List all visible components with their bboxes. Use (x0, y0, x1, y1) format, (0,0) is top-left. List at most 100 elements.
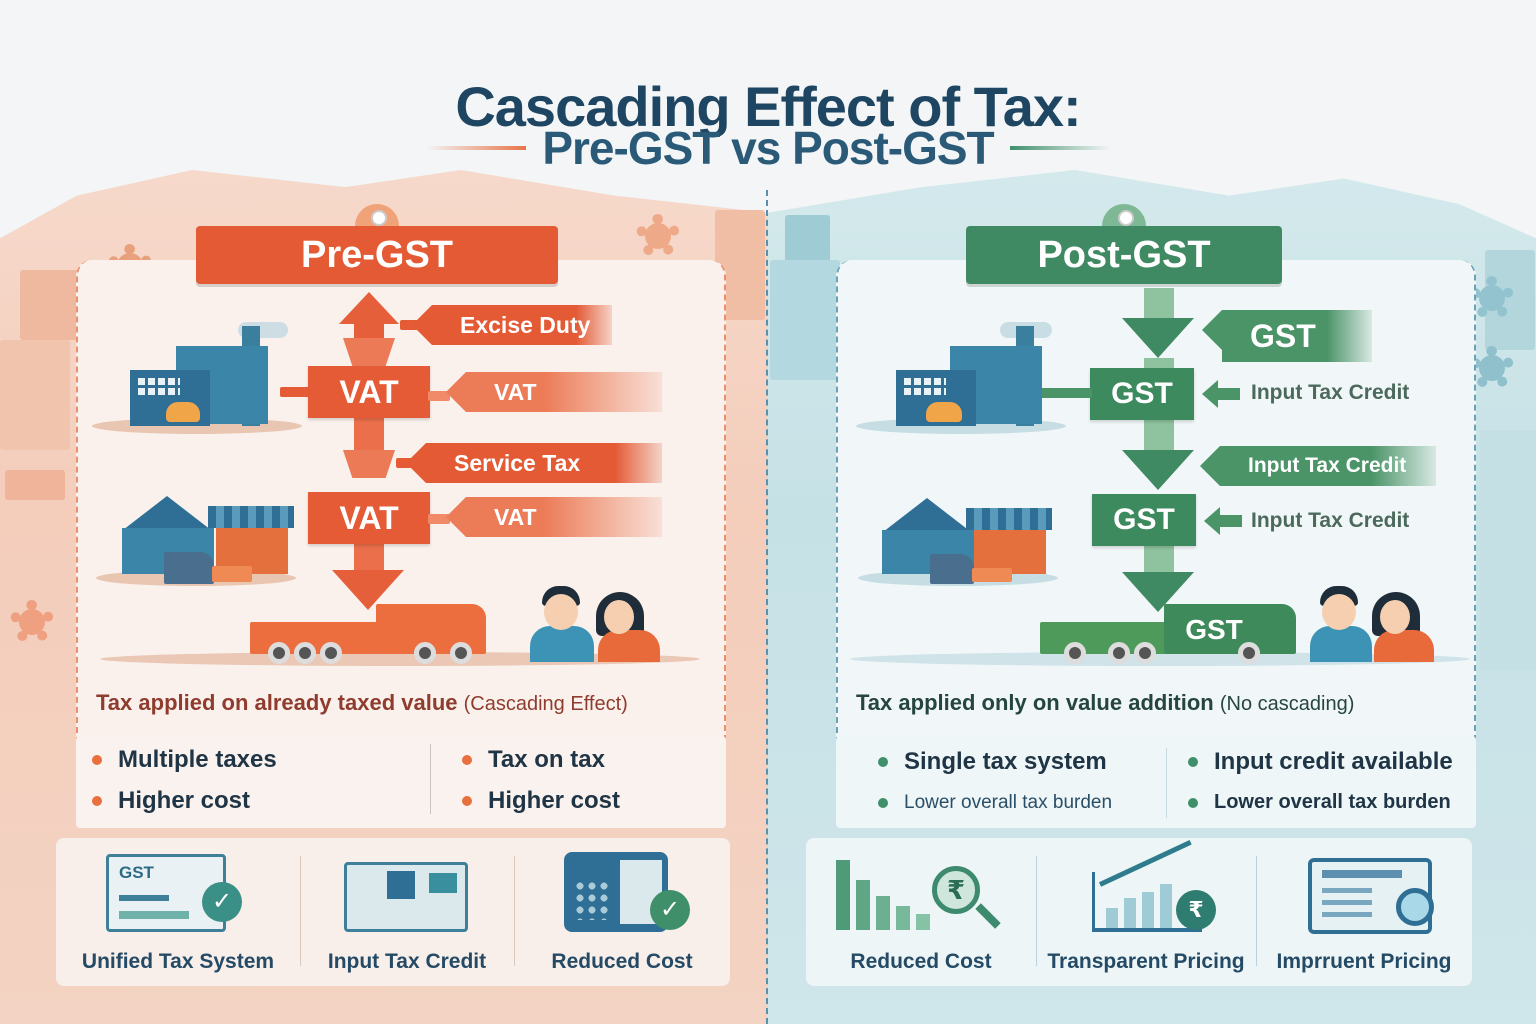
wheel (320, 642, 342, 664)
bg-building (770, 260, 840, 380)
wheel (268, 642, 290, 664)
pre-gst-summary-main: Tax applied on already taxed value (96, 690, 458, 715)
feature-card-reduced-cost: ✓ Reduced Cost (514, 838, 730, 986)
center-divider (766, 190, 768, 1024)
flow-shaft (1144, 544, 1174, 576)
feature-card-unified-tax-system: GST ✓ Unified Tax System (56, 838, 300, 986)
person-man-head (544, 594, 578, 630)
bullet-dot-icon (878, 798, 888, 808)
page-subtitle: Pre-GST vs Post-GST (542, 122, 994, 174)
bullet-dot-icon (92, 796, 102, 806)
bg-building (0, 340, 70, 450)
bullet-dot-icon (92, 755, 102, 765)
gear-icon (636, 214, 680, 258)
feature-label: Reduced Cost (850, 950, 992, 973)
post-gst-bullet: Lower overall tax burden (1188, 791, 1451, 814)
post-gst-bullets (836, 736, 1476, 828)
bg-building (1480, 430, 1536, 670)
delivery-van-bed (212, 566, 252, 582)
bullet-dot-icon (1188, 757, 1198, 767)
wheel (1134, 642, 1156, 664)
check-icon: ✓ (650, 890, 690, 930)
pre-gst-bullets (76, 736, 726, 828)
vat-flag-stage-1: VAT (446, 372, 662, 412)
feature-card-transparent-pricing: ₹ Transparent Pricing (1036, 838, 1256, 986)
bg-building (20, 270, 80, 340)
connector (428, 514, 450, 524)
input-tax-credit-side-label-2: Input Tax Credit (1251, 509, 1410, 532)
gear-icon (10, 600, 54, 644)
feature-label: Reduced Cost (551, 950, 693, 973)
flow-shaft (354, 544, 384, 574)
wheel (1238, 642, 1260, 664)
feature-card-input-tax-credit: Input Tax Credit (300, 838, 514, 986)
page-title: Cascading Effect of Tax: (455, 75, 1081, 138)
hanger-icon (1102, 204, 1146, 226)
connector (1040, 388, 1092, 398)
shop-awning (208, 506, 294, 528)
car-icon (926, 402, 962, 422)
person-woman (1374, 630, 1434, 662)
post-gst-summary-note: (No cascading) (1219, 693, 1355, 715)
input-tax-credit-side-label-1: Input Tax Credit (1251, 381, 1410, 404)
decorative-rule-left (426, 146, 527, 150)
arrow-down-icon (1122, 318, 1194, 358)
post-gst-header: Post-GST (966, 204, 1282, 284)
bullet-dot-icon (878, 757, 888, 767)
feature-separator (300, 856, 301, 966)
arrow-up-icon (339, 292, 399, 324)
service-tax-flag: Service Tax (406, 443, 662, 483)
gst-box-stage-1: GST (1090, 368, 1194, 420)
bullet-dot-icon (462, 796, 472, 806)
post-gst-bullet: Single tax system (878, 748, 1107, 776)
bullet-dot-icon (462, 755, 472, 765)
gst-document-check-icon: GST (106, 854, 226, 932)
bullet-divider (1166, 748, 1167, 818)
excise-duty-flag: Excise Duty (412, 305, 612, 345)
bullet-dot-icon (1188, 797, 1198, 808)
funnel-icon (343, 338, 395, 366)
delivery-van (164, 552, 214, 584)
wheel (450, 642, 472, 664)
feature-card-reduced-cost: ₹ Reduced Cost (806, 838, 1036, 986)
wheel (1064, 642, 1086, 664)
pre-gst-bullet: Multiple taxes (92, 746, 277, 774)
vat-box-stage-1: VAT (308, 366, 430, 418)
decorative-rule-right (1009, 146, 1110, 150)
shop-awning (966, 508, 1052, 530)
feature-label: Imprruent Pricing (1276, 950, 1452, 973)
factory-windows (904, 378, 946, 398)
connector (428, 391, 450, 401)
feature-label: Unified Tax System (81, 950, 275, 973)
feature-separator (1036, 856, 1037, 966)
pre-gst-header: Pre-GST (196, 204, 558, 284)
vat-flag-stage-2: VAT (446, 497, 662, 537)
hanger-icon (355, 204, 399, 226)
wheel (294, 642, 316, 664)
person-man-head (1322, 594, 1356, 630)
delivery-van (930, 554, 974, 584)
feature-card-imprruent-pricing: Imprruent Pricing (1256, 838, 1472, 986)
calculator-check-icon (564, 852, 668, 932)
arrow-left-icon (1202, 380, 1240, 408)
arrow-down-icon (332, 570, 404, 610)
funnel-icon (343, 450, 395, 478)
pre-gst-bullet: Tax on tax (462, 746, 605, 774)
person-woman (598, 630, 660, 662)
flow-shaft (1144, 418, 1174, 454)
pre-gst-summary: Tax applied on already taxed value (Casc… (96, 690, 628, 716)
declining-bars-rupee-magnifier-icon: ₹ (836, 860, 1006, 940)
factory-windows (138, 378, 180, 398)
person-man (530, 626, 594, 662)
pre-gst-bullet: Higher cost (92, 787, 250, 815)
input-tax-credit-flag: Input Tax Credit (1200, 446, 1436, 486)
flow-shaft (1144, 288, 1174, 322)
arrow-down-icon (1122, 450, 1194, 490)
invoice-window-check-icon (344, 862, 468, 932)
flow-shaft (1144, 358, 1174, 370)
feature-label: Transparent Pricing (1047, 950, 1245, 973)
wheel (414, 642, 436, 664)
post-gst-bullet: Input credit available (1188, 748, 1453, 776)
car-icon (166, 402, 200, 422)
rising-chart-rupee-icon: ₹ (1072, 839, 1222, 942)
